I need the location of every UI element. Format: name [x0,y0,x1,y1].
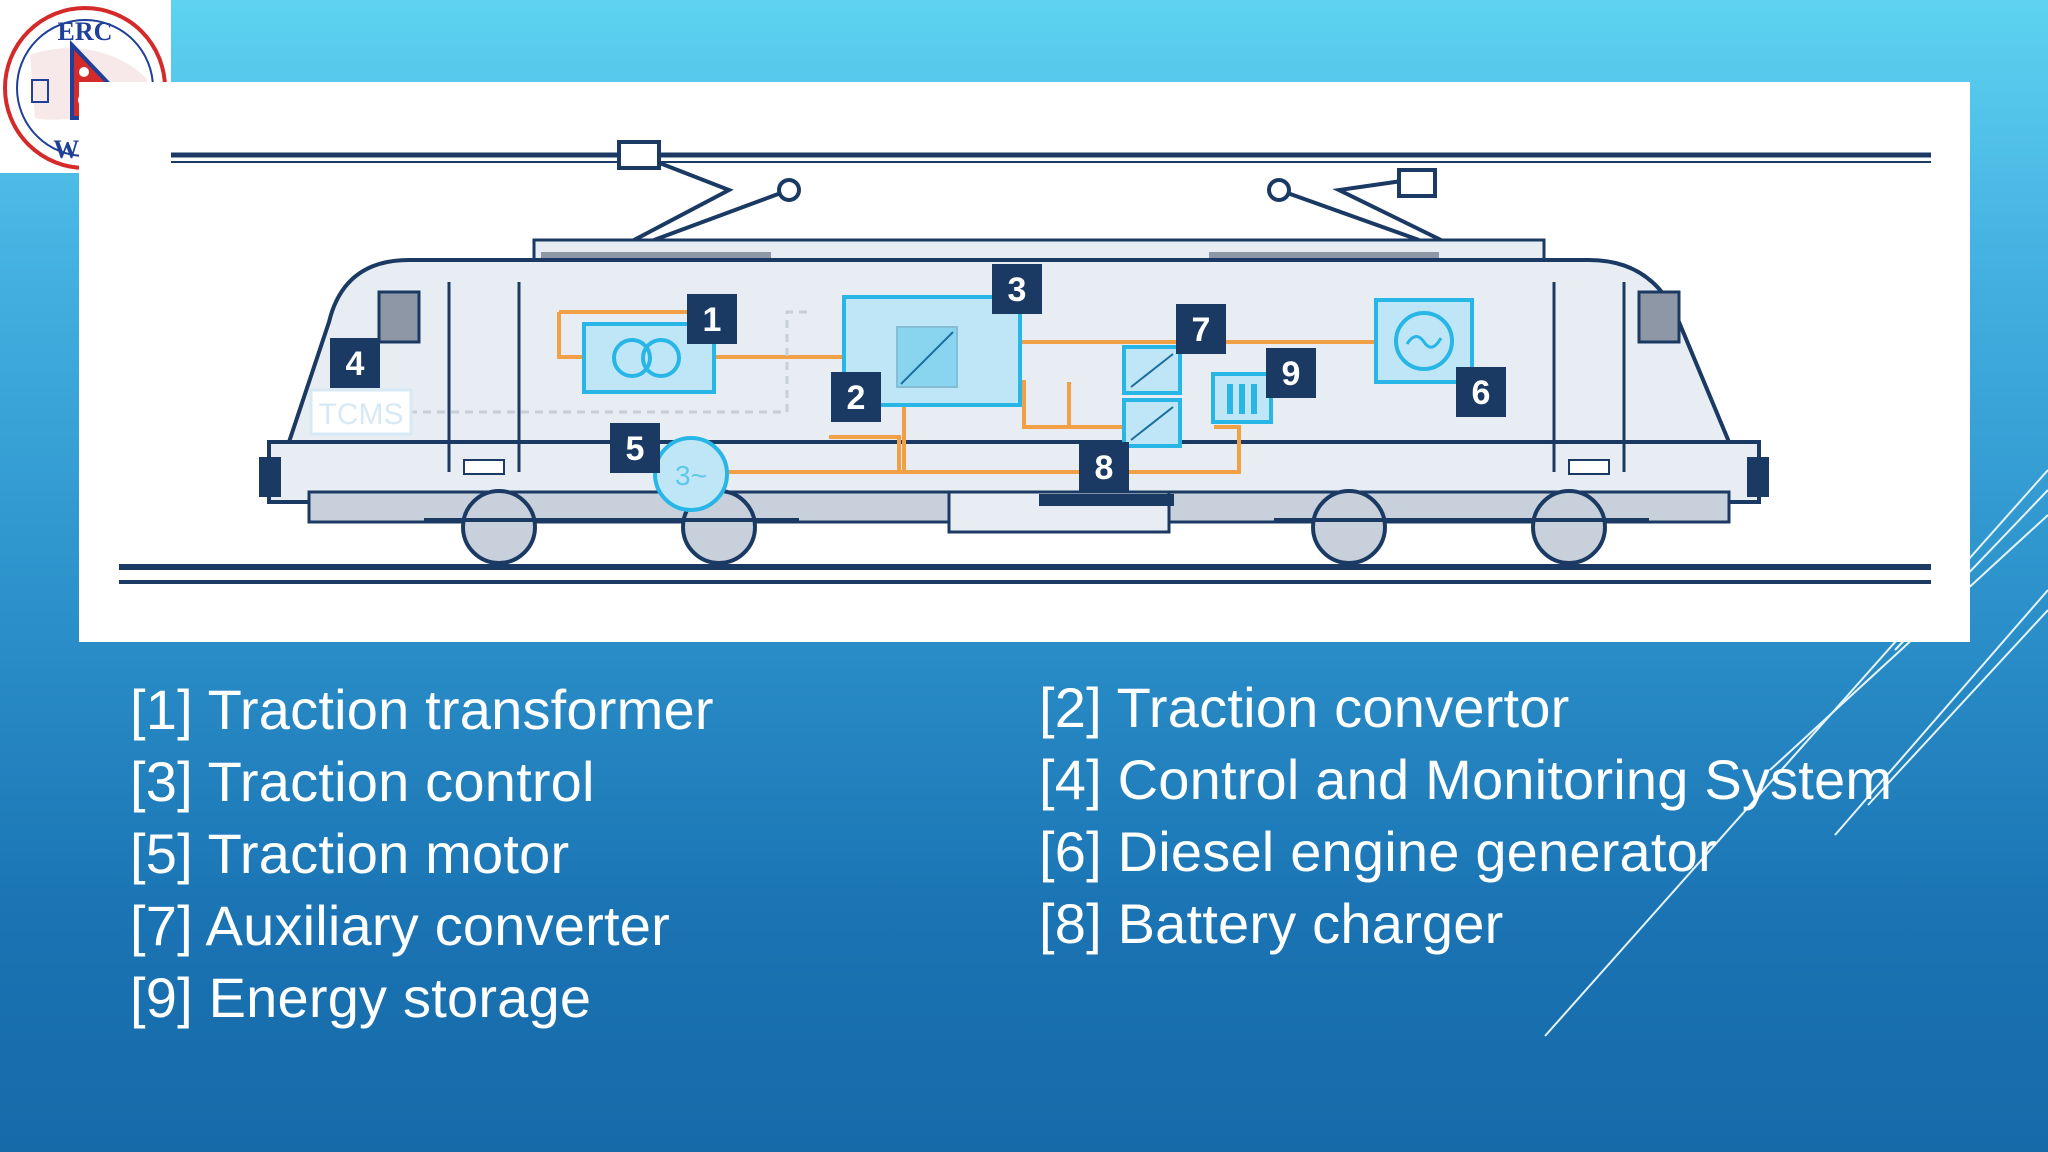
legend-item-3: [3] Traction control [130,750,595,813]
legend-item-7: [7] Auxiliary converter [130,894,670,957]
tag-3: 3 [992,264,1042,314]
legend-item-1: [1] Traction transformer [130,678,714,741]
energy-storage [1211,372,1273,424]
traction-transformer [582,322,716,394]
traction-motor: 3~ [653,436,729,512]
svg-text:6: 6 [1472,374,1491,412]
svg-text:5: 5 [626,430,645,468]
tag-5: 5 [610,423,660,473]
legend-item-9: [9] Energy storage [130,966,592,1029]
tcms-label: TCMS [319,398,404,431]
tag-1: 1 [687,294,737,344]
legend-item-6: [6] Diesel engine generator [1039,820,1717,883]
legend-item-2: [2] Traction convertor [1039,676,1570,739]
locomotive-diagram: TCMS 3~ 1 2 3 4 5 6 7 8 9 [119,140,1931,584]
svg-text:8: 8 [1095,449,1114,487]
svg-text:7: 7 [1192,311,1211,349]
svg-text:4: 4 [346,345,365,383]
logo-top-text: ERC [58,17,113,46]
legend-item-4: [4] Control and Monitoring System [1039,748,1893,811]
svg-text:3: 3 [1008,271,1027,309]
svg-text:1: 1 [703,301,722,339]
tag-2: 2 [831,372,881,422]
svg-text:9: 9 [1282,355,1301,393]
auxiliary-converter [1122,345,1182,448]
legend-item-5: [5] Traction motor [130,822,570,885]
tcms-box: TCMS [309,388,413,436]
tag-4: 4 [330,338,380,388]
legend-left-column: [1] Traction transformer [3] Traction co… [130,674,714,1034]
svg-text:2: 2 [847,379,866,417]
pantograph-right [1267,168,1442,242]
tag-7: 7 [1176,304,1226,354]
tag-6: 6 [1456,367,1506,417]
locomotive-diagram-panel: TCMS 3~ 1 2 3 4 5 6 7 8 9 [79,82,1970,642]
legend-right-column: [2] Traction convertor [4] Control and M… [1039,672,1892,960]
tag-8: 8 [1079,442,1129,492]
tag-9: 9 [1266,348,1316,398]
pantograph-left [617,140,801,242]
legend-item-8: [8] Battery charger [1039,892,1504,955]
motor-label: 3~ [675,460,707,491]
